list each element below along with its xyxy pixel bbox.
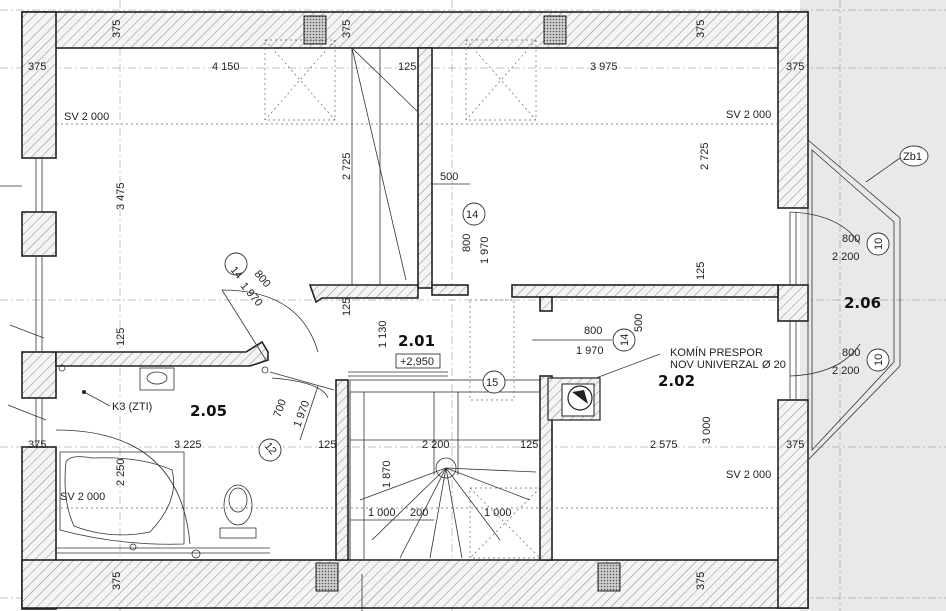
dim-375-top-c: 375	[695, 20, 707, 38]
dim-375-bottom-a: 375	[111, 572, 123, 590]
chimney-label-line1: KOMÍN PRESPOR	[670, 346, 763, 359]
vent-blocks	[303, 15, 621, 592]
chimney-label-line2: NOV UNIVERZAL	[670, 359, 759, 371]
dim-3475: 3 475	[115, 182, 127, 210]
dim-3000: 3 000	[701, 416, 713, 444]
dim-4150: 4 150	[212, 61, 240, 73]
toilet	[219, 484, 257, 539]
inner-dimensions: 3 475 2 725 2 725 500 125 125 125 1 130 …	[28, 142, 804, 590]
dim-200: 200	[410, 507, 428, 519]
door-12-w: 700	[272, 398, 290, 419]
dim-2725-b: 2 725	[699, 142, 711, 170]
window-10-b-w: 800	[842, 347, 860, 359]
k3-label: K3 (ZTI)	[112, 401, 152, 413]
door-14-top-w: 800	[461, 234, 473, 252]
dim-375-top-a: 375	[111, 20, 123, 38]
bay-window	[807, 139, 901, 461]
window-tag-10-b: 10	[873, 354, 885, 366]
dim-375-bottom-left: 375	[28, 439, 46, 451]
dim-375-top-b: 375	[341, 20, 353, 38]
dim-375-bottom-b: 375	[695, 572, 707, 590]
door-14-mid-w: 800	[584, 325, 602, 337]
stair-opening	[469, 299, 515, 401]
sv-top-right: SV 2 000	[726, 109, 771, 121]
zb1-label: Zb1	[903, 151, 922, 163]
sv-bottom-right: SV 2 000	[726, 469, 771, 481]
room-labels: 2.01 +2,950 2.02 2.05 2.06	[190, 294, 881, 420]
dim-2250: 2 250	[115, 458, 127, 486]
chimney	[547, 353, 661, 421]
dim-125-b: 125	[115, 328, 127, 346]
sv-bottom-left: SV 2 000	[60, 491, 105, 503]
window-tag-10-a: 10	[873, 238, 885, 250]
sv-top-left: SV 2 000	[64, 111, 109, 123]
door-14-top-h: 1 970	[479, 236, 491, 264]
dim-3225: 3 225	[174, 439, 202, 451]
door-swings	[221, 211, 861, 441]
scan-shade	[800, 0, 946, 611]
door-tag-14-top: 14	[466, 209, 478, 221]
dim-500-a: 500	[440, 171, 458, 183]
door-12-h: 1 970	[292, 399, 313, 429]
dim-125-stair: 125	[520, 439, 538, 451]
top-dimensions: 375 4 150 125 3 975 375 375 375 375	[28, 20, 804, 73]
dim-375-right: 375	[786, 61, 804, 73]
roof-windows	[264, 39, 541, 559]
room-2-05: 2.05	[190, 402, 227, 420]
dim-1000-b: 1 000	[484, 507, 512, 519]
door-tag-15: 15	[486, 377, 498, 389]
sv-labels: SV 2 000 SV 2 000 SV 2 000 SV 2 000	[60, 109, 771, 503]
dim-2575: 2 575	[650, 439, 678, 451]
dim-3975: 3 975	[590, 61, 618, 73]
staircase	[349, 379, 541, 561]
interior-walls	[55, 47, 779, 561]
bathtub	[59, 451, 185, 545]
dim-500-b: 500	[633, 314, 645, 332]
door-14-left-w: 800	[252, 268, 273, 290]
left-windows	[0, 158, 47, 447]
dim-375-left: 375	[28, 61, 46, 73]
door-tag-14-mid: 14	[619, 334, 631, 346]
dim-1000-a: 1 000	[368, 507, 396, 519]
window-10-a-h: 2 200	[832, 251, 860, 263]
bathroom-fixtures	[55, 364, 270, 559]
room-2-01: 2.01	[398, 332, 435, 350]
dim-125-a: 125	[341, 298, 353, 316]
washbasin	[139, 367, 175, 391]
dim-375-bottom-right: 375	[786, 439, 804, 451]
dim-125-mid: 125	[398, 61, 416, 73]
outer-walls	[21, 11, 809, 610]
door-labels: 14 800 1 970 14 800 1 970 14 800 1 970 1…	[224, 202, 890, 462]
door-14-mid-h: 1 970	[576, 345, 604, 357]
annotations: Zb1 K3 (ZTI) KOMÍN PRESPOR NOV UNIVERZAL…	[82, 145, 929, 413]
dim-125-c: 125	[695, 262, 707, 280]
window-10-b-h: 2 200	[832, 365, 860, 377]
dim-1870: 1 870	[381, 460, 393, 488]
dim-2725-a: 2 725	[341, 152, 353, 180]
dim-1130: 1 130	[377, 320, 389, 348]
chimney-diameter: Ø 20	[762, 359, 786, 371]
room-2-01-elevation: +2,950	[400, 356, 434, 368]
room-2-06: 2.06	[844, 294, 881, 312]
attic-slope-lines	[56, 47, 778, 509]
window-10-a-w: 800	[842, 233, 860, 245]
dim-125-d: 125	[318, 439, 336, 451]
room-2-02: 2.02	[658, 372, 695, 390]
dim-2200: 2 200	[422, 439, 450, 451]
